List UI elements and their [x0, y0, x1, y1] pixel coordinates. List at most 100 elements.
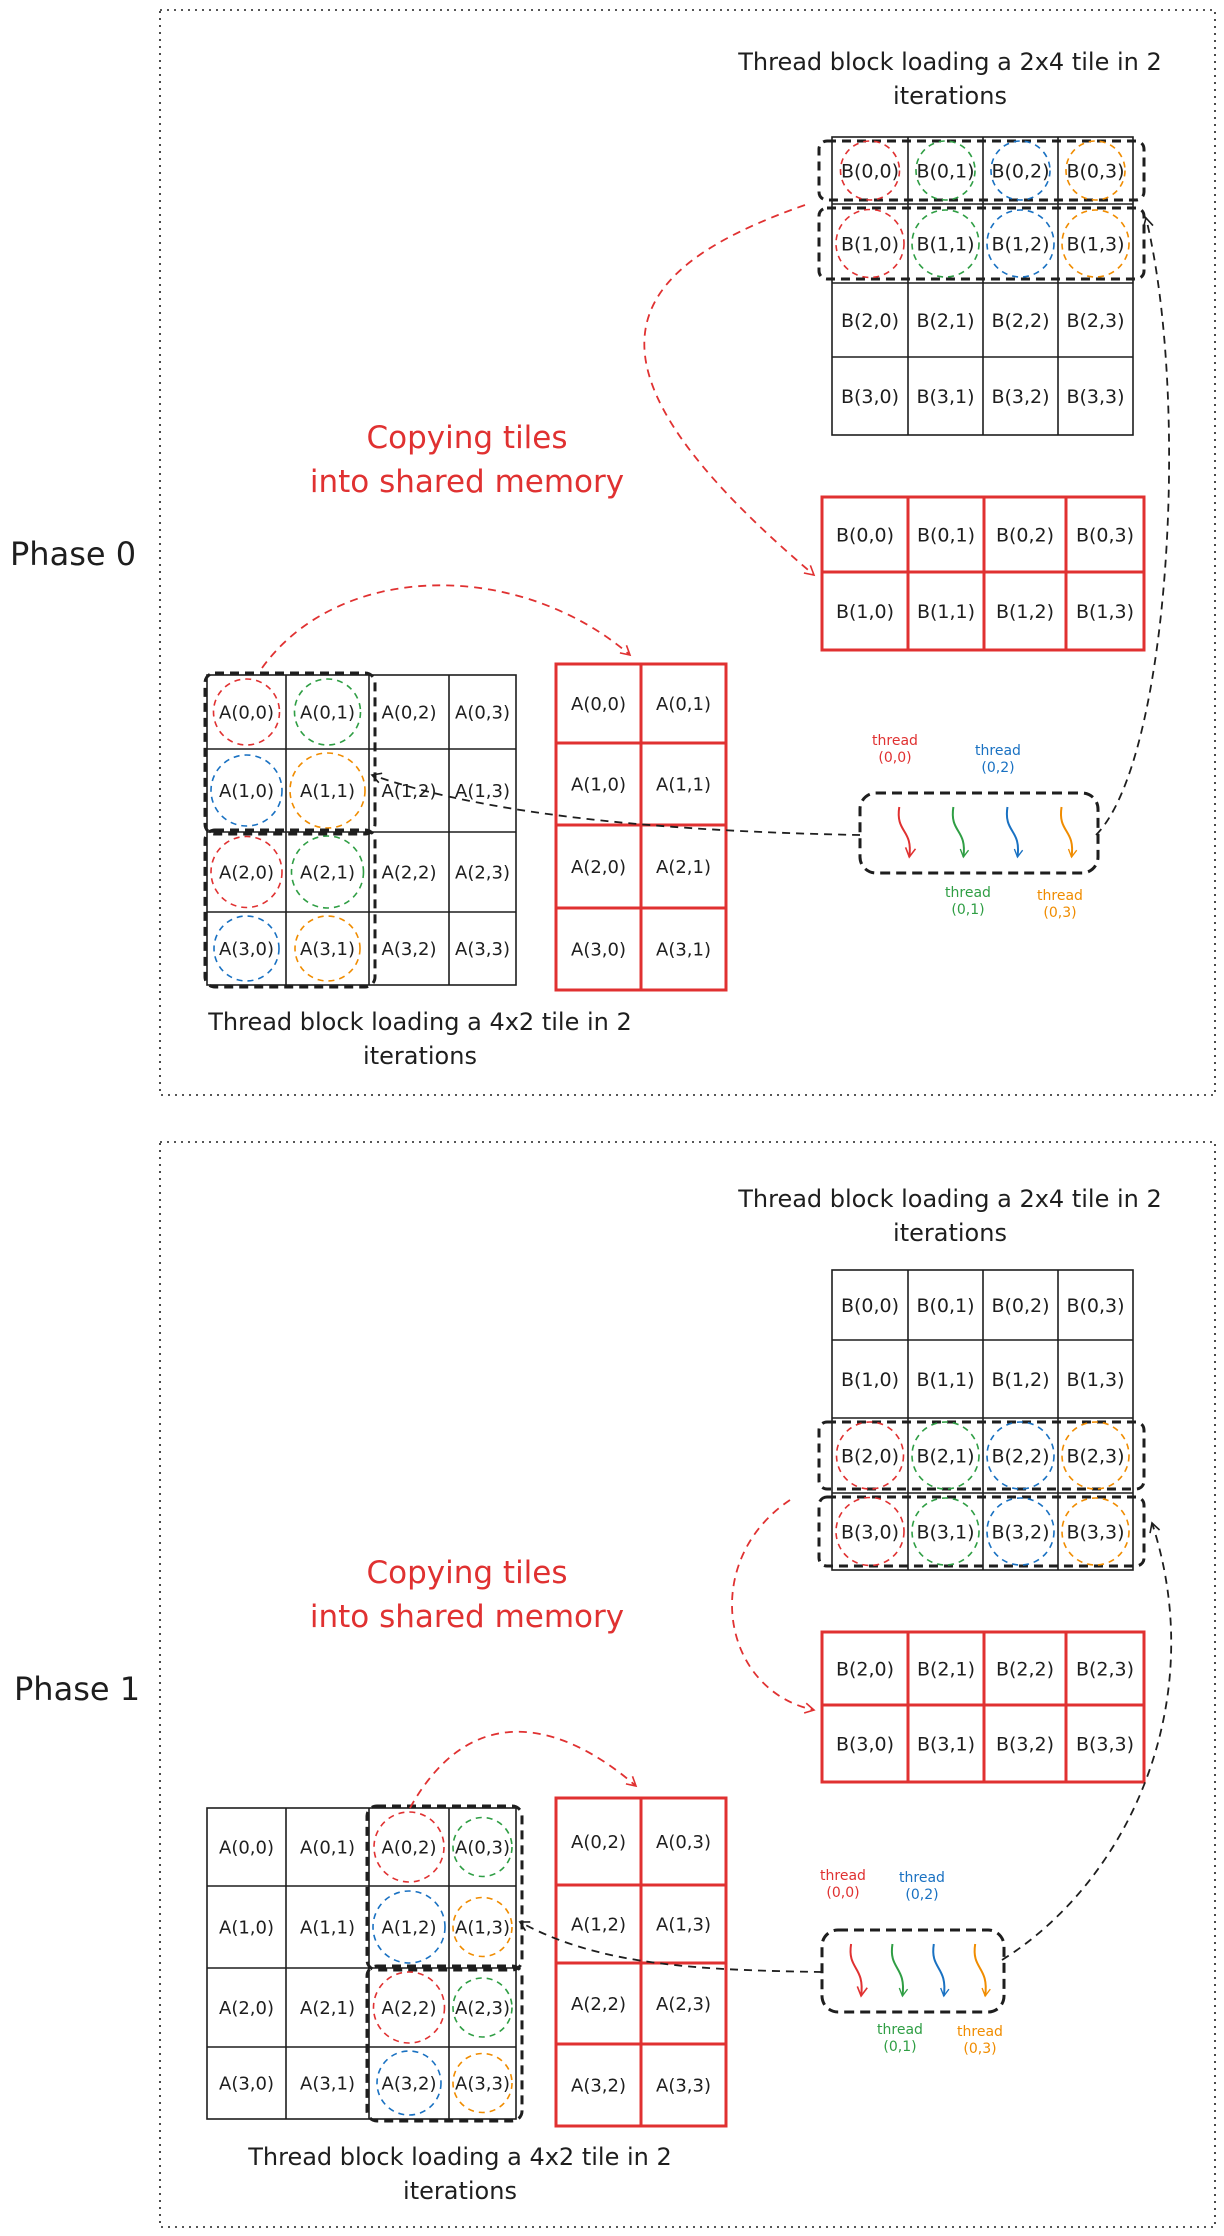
matrix-cell: A(2,2) [382, 862, 437, 883]
thread-circle-green [452, 1977, 513, 2038]
matrix-cell: A(2,0) [571, 857, 626, 878]
a-matrix: A(0,0)A(0,1)A(0,2)A(0,3)A(1,0)A(1,1)A(1,… [206, 674, 517, 986]
matrix-cell: B(2,0) [836, 1658, 894, 1680]
matrix-cell: B(2,0) [841, 310, 899, 332]
matrix-cell: A(2,0) [219, 862, 274, 883]
a-caption: iterations [363, 1042, 477, 1070]
matrix-cell: A(3,2) [382, 939, 437, 960]
phase-0-group: Phase 0 Copying tiles into shared memoryTh… [10, 9, 1216, 1096]
thread-label: (0,1) [951, 902, 984, 918]
thread-arrow-red [897, 806, 917, 859]
matrix-cell: B(0,0) [836, 524, 894, 546]
phase-label: Phase 0 [10, 535, 136, 573]
matrix-cell: A(1,2) [382, 1917, 437, 1938]
thread-label: thread [872, 733, 918, 749]
load-row-box [817, 139, 1146, 202]
load-row-box [817, 206, 1146, 281]
matrix-cell: A(3,0) [219, 2073, 274, 2094]
matrix-cell: B(1,1) [916, 1369, 974, 1391]
matrix-cell: A(2,3) [656, 1994, 711, 2015]
matrix-cell: A(1,2) [382, 781, 437, 802]
thread-to-b-arrow [1001, 1521, 1172, 1961]
matrix-cell: A(2,1) [300, 862, 355, 883]
matrix-cell: A(1,1) [300, 1917, 355, 1938]
thread-arrow-orange [1059, 806, 1078, 859]
thread-circle-green [290, 835, 365, 909]
matrix-cell: A(3,1) [656, 939, 711, 960]
thread-label: (0,3) [963, 2041, 996, 2057]
matrix-cell: B(2,1) [917, 1658, 975, 1680]
matrix-cell: A(1,2) [571, 1914, 626, 1935]
load-col-box [203, 828, 377, 989]
thread-label: (0,1) [883, 2039, 916, 2055]
matrix-cell: A(0,3) [656, 1832, 711, 1853]
matrix-cell: A(1,0) [219, 1917, 274, 1938]
thread-label: (0,2) [981, 760, 1014, 776]
matrix-cell: B(0,2) [991, 1295, 1049, 1317]
thread-circle-blue [376, 2050, 442, 2116]
a-shared-tile: A(0,0)A(0,1)A(1,0)A(1,1)A(2,0)A(2,1)A(3,… [554, 662, 728, 992]
matrix-cell: A(3,3) [455, 939, 510, 960]
matrix-cell: B(1,3) [1066, 1369, 1124, 1391]
thread-to-a-arrow [370, 772, 861, 836]
thread-circle-red [373, 1811, 445, 1883]
thread-circle-orange [1061, 1421, 1130, 1490]
matrix-cell: B(1,1) [917, 601, 975, 623]
matrix-cell: B(2,1) [916, 310, 974, 332]
thread-label: (0,3) [1043, 905, 1076, 921]
matrix-cell: A(0,1) [300, 1837, 355, 1858]
copy-label: into shared memory [310, 464, 624, 500]
matrix-cell: B(0,0) [841, 1295, 899, 1317]
matrix-cell: B(3,2) [991, 386, 1049, 408]
matrix-cell: B(1,1) [916, 233, 974, 255]
load-row-box [817, 1420, 1146, 1491]
matrix-cell: A(2,2) [382, 1998, 437, 2019]
copy-arrow-a [409, 1730, 638, 1809]
matrix-cell: A(1,0) [571, 774, 626, 795]
matrix-cell: B(0,3) [1076, 524, 1134, 546]
thread-circle-orange [294, 915, 361, 982]
matrix-cell: A(3,0) [219, 939, 274, 960]
matrix-cell: A(0,1) [300, 702, 355, 723]
thread-circle-orange [1065, 140, 1126, 201]
thread-circle-blue [210, 754, 283, 827]
b-shared-tile: B(0,0)B(0,1)B(0,2)B(0,3)B(1,0)B(1,1)B(1,… [820, 495, 1146, 652]
a-caption: iterations [403, 2177, 517, 2205]
matrix-cell: B(0,0) [841, 160, 899, 182]
matrix-cell: B(2,0) [841, 1445, 899, 1467]
matrix-cell: B(2,3) [1076, 1658, 1134, 1680]
matrix-cell: A(3,1) [300, 939, 355, 960]
thread-label: thread [1037, 888, 1083, 904]
thread-label: thread [899, 1870, 945, 1886]
grid-border [206, 1807, 517, 2120]
thread-circle-blue [986, 209, 1055, 278]
thread-circle-green [915, 140, 976, 201]
thread-block-box [820, 1928, 1006, 2014]
thread-circle-orange [452, 1896, 513, 1958]
matrix-cell: A(1,3) [455, 781, 510, 802]
thread-circle-orange [1061, 1497, 1130, 1566]
thread-label: thread [945, 885, 991, 901]
matrix-cell: A(1,3) [455, 1917, 510, 1938]
matrix-cell: B(1,0) [841, 1369, 899, 1391]
b-caption: iterations [893, 1219, 1007, 1247]
matrix-cell: B(0,2) [996, 524, 1054, 546]
copy-label: into shared memory [310, 1599, 624, 1635]
a-caption: Thread block loading a 4x2 tile in 2 [207, 1008, 632, 1036]
thread-circle-green [911, 209, 980, 278]
matrix-cell: B(3,3) [1066, 386, 1124, 408]
thread-circle-red [835, 1496, 905, 1567]
load-col-box [365, 1804, 524, 1972]
matrix-cell: B(0,2) [991, 160, 1049, 182]
thread-circle-blue [372, 1890, 446, 1964]
matrix-cell: B(1,2) [991, 233, 1049, 255]
thread-circle-blue [990, 140, 1051, 201]
matrix-cell: B(2,3) [1066, 1445, 1124, 1467]
thread-circle-red [835, 1421, 905, 1490]
thread-arrow-green [890, 1943, 909, 1998]
copy-label: Copying tiles [366, 420, 567, 456]
matrix-cell: A(0,0) [571, 694, 626, 715]
b-caption: Thread block loading a 2x4 tile in 2 [737, 1185, 1162, 1213]
matrix-cell: A(1,1) [656, 774, 711, 795]
